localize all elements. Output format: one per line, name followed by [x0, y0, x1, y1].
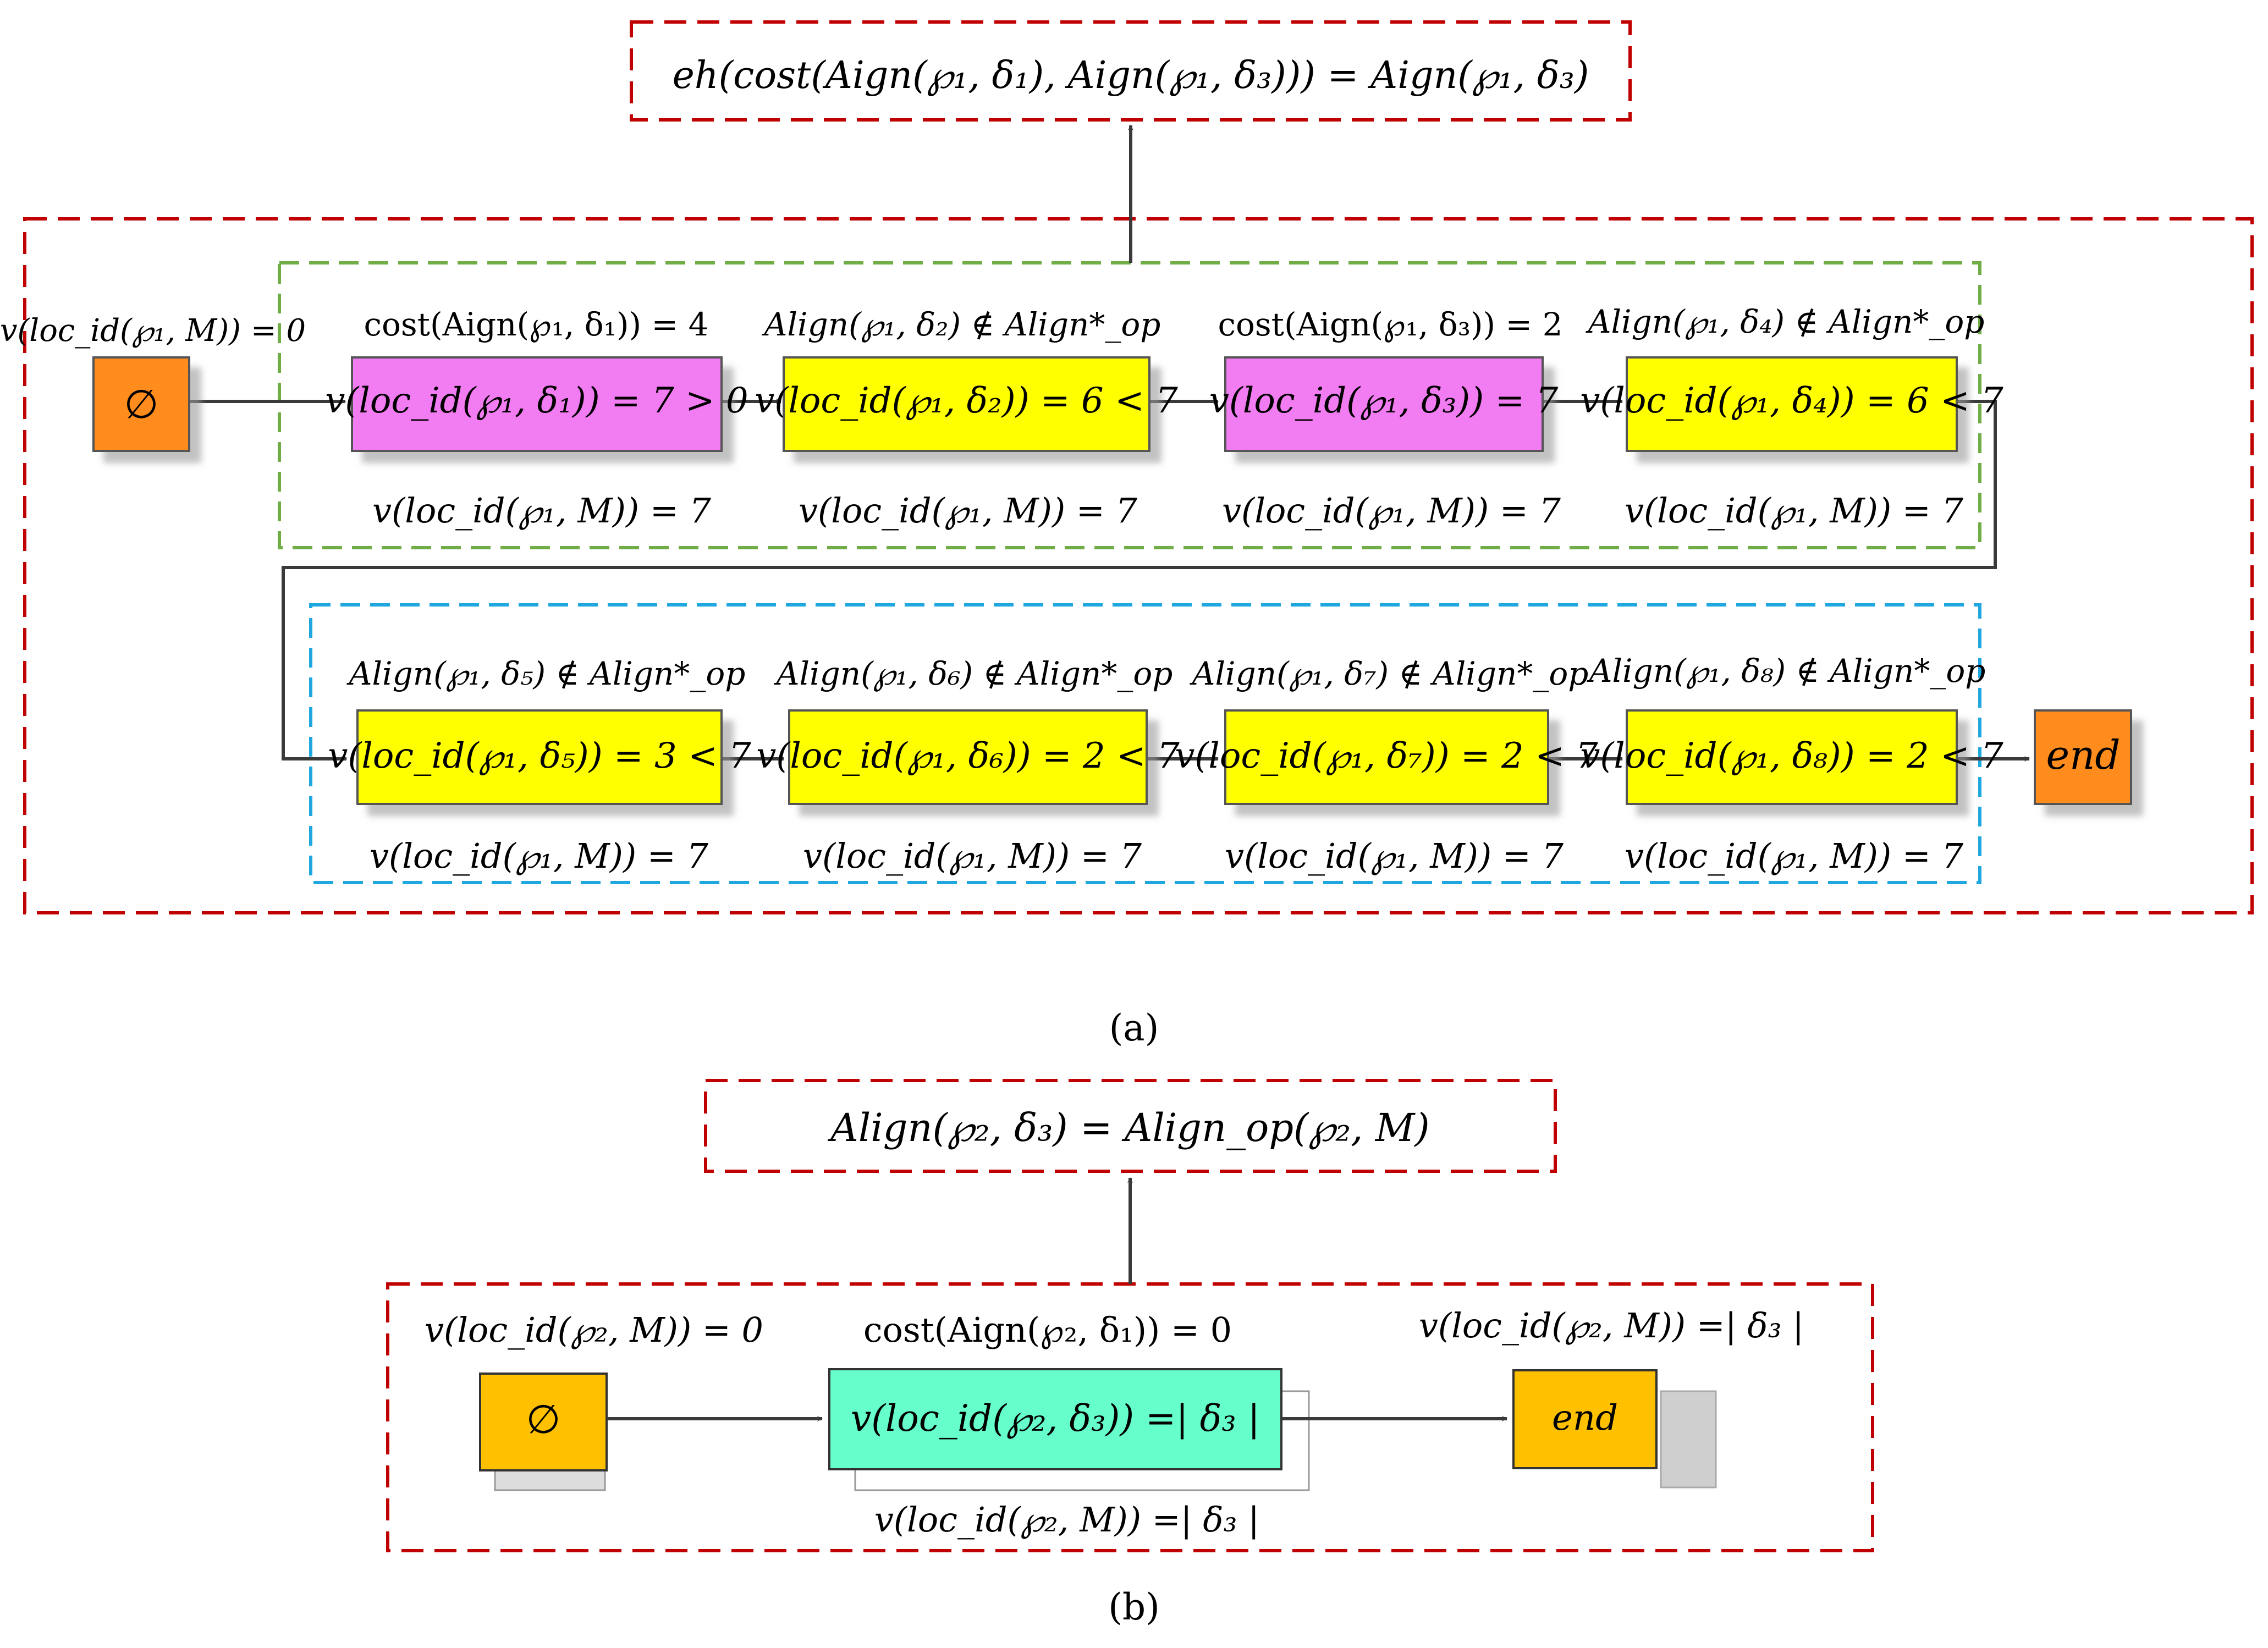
panel-b-end-shadow	[1660, 1390, 1717, 1489]
node-box-label: v(loc_id(℘₁, δ₅)) = 3 < 7	[328, 736, 751, 776]
panel-a-result-formula: eh(cost(Aign(℘₁, δ₁), Aign(℘₁, δ₃))) = A…	[673, 54, 1589, 97]
panel-a-node-1: cost(Aign(℘₁, δ₁)) = 4 v(loc_id(℘₁, δ₁))…	[325, 306, 748, 531]
panel-b-middle-node	[828, 1368, 1282, 1470]
panel-b-result-frame	[704, 1079, 1557, 1173]
node-box	[1626, 709, 1958, 805]
panel-b-end-node	[1512, 1369, 1658, 1469]
panel-a-end-symbol: end	[2046, 732, 2120, 778]
node-top-label: cost(Aign(℘₁, δ₁)) = 4	[364, 306, 708, 343]
panel-b-start-symbol: ∅	[526, 1396, 561, 1442]
node-top-label: Align(℘₁, δ₂) ∉ Align*_op	[762, 306, 1161, 343]
node-box	[1224, 709, 1549, 805]
node-top-label: Align(℘₁, δ₈) ∉ Align*_op	[1587, 652, 1986, 690]
panel-a-node-8: Align(℘₁, δ₈) ∉ Align*_op v(loc_id(℘₁, δ…	[1580, 652, 2003, 876]
panel-a-wrap-line	[282, 400, 1997, 762]
node-box-label: v(loc_id(℘₁, δ₂)) = 6 < 7	[755, 381, 1178, 421]
panel-a-start-node	[92, 356, 190, 452]
panel-b-middle-top-label: cost(Aign(℘₂, δ₁)) = 0	[863, 1310, 1232, 1350]
panel-a-outer-frame	[23, 217, 2254, 914]
node-bottom-label: v(loc_id(℘₁, M)) = 7	[803, 836, 1142, 876]
node-bottom-label: v(loc_id(℘₁, M)) = 7	[372, 490, 712, 531]
node-top-label: Align(℘₁, δ₆) ∉ Align*_op	[774, 655, 1173, 692]
panel-b-result-formula: Align(℘₂, δ₃) = Align_op(℘₂, M)	[827, 1105, 1429, 1150]
node-box	[1224, 356, 1544, 452]
node-bottom-label: v(loc_id(℘₁, M)) = 7	[1222, 490, 1561, 531]
panel-a-caption: (a)	[1109, 1007, 1159, 1049]
panel-a-node-3: cost(Aign(℘₁, δ₃)) = 2 v(loc_id(℘₁, δ₃))…	[1209, 306, 1563, 531]
node-bottom-label: v(loc_id(℘₁, M)) = 7	[1625, 490, 1964, 531]
panel-b-middle-box-label: v(loc_id(℘₂, δ₃)) =| δ₃ |	[851, 1397, 1260, 1440]
panel-a-start-label: v(loc_id(℘₁, M)) = 0	[0, 313, 306, 349]
node-box	[1626, 356, 1958, 452]
node-top-label: Align(℘₁, δ₇) ∉ Align*_op	[1190, 655, 1589, 692]
panel-b-start-node	[479, 1373, 608, 1471]
node-box	[351, 356, 723, 452]
node-bottom-label: v(loc_id(℘₁, M)) = 7	[799, 490, 1138, 531]
panel-b-middle-bottom-label: v(loc_id(℘₂, M)) =| δ₃ |	[874, 1500, 1259, 1540]
node-bottom-label: v(loc_id(℘₁, M)) = 7	[370, 836, 709, 876]
node-bottom-label: v(loc_id(℘₁, M)) = 7	[1225, 836, 1564, 876]
panel-b-start-label: v(loc_id(℘₂, M)) = 0	[425, 1310, 763, 1350]
panel-a-start-symbol: ∅	[124, 381, 159, 427]
panel-a-result-frame	[630, 20, 1632, 122]
node-box-label: v(loc_id(℘₁, δ₈)) = 2 < 7	[1580, 736, 2003, 776]
panel-a-row2-frame	[309, 603, 1981, 884]
node-box	[356, 709, 723, 805]
node-top-label: Align(℘₁, δ₄) ∉ Align*_op	[1586, 303, 1985, 340]
panel-a-node-7: Align(℘₁, δ₇) ∉ Align*_op v(loc_id(℘₁, δ…	[1175, 655, 1598, 876]
node-top-label: Align(℘₁, δ₅) ∉ Align*_op	[346, 655, 746, 692]
panel-b-caption: (b)	[1108, 1586, 1160, 1628]
panel-a-node-2: Align(℘₁, δ₂) ∉ Align*_op v(loc_id(℘₁, δ…	[755, 306, 1178, 531]
panel-a-node-4: Align(℘₁, δ₄) ∉ Align*_op v(loc_id(℘₁, δ…	[1580, 303, 2003, 531]
panel-a-node-6: Align(℘₁, δ₆) ∉ Align*_op v(loc_id(℘₁, δ…	[756, 655, 1180, 876]
node-box-label: v(loc_id(℘₁, δ₇)) = 2 < 7	[1175, 736, 1598, 776]
node-box	[783, 356, 1150, 452]
node-box-label: v(loc_id(℘₁, δ₃)) = 7	[1209, 381, 1559, 421]
node-box-label: v(loc_id(℘₁, δ₆)) = 2 < 7	[756, 736, 1180, 776]
panel-a-end-node	[2034, 709, 2132, 805]
node-top-label: cost(Aign(℘₁, δ₃)) = 2	[1218, 306, 1562, 343]
panel-b-end-symbol: end	[1552, 1398, 1618, 1438]
node-box	[788, 709, 1148, 805]
node-bottom-label: v(loc_id(℘₁, M)) = 7	[1625, 836, 1964, 876]
node-box-label: v(loc_id(℘₁, δ₁)) = 7 > 0	[325, 381, 748, 421]
panel-a-node-5: Align(℘₁, δ₅) ∉ Align*_op v(loc_id(℘₁, δ…	[328, 655, 751, 876]
panel-b-end-label: v(loc_id(℘₂, M)) =| δ₃ |	[1419, 1305, 1804, 1346]
node-box-label: v(loc_id(℘₁, δ₄)) = 6 < 7	[1580, 381, 2003, 421]
